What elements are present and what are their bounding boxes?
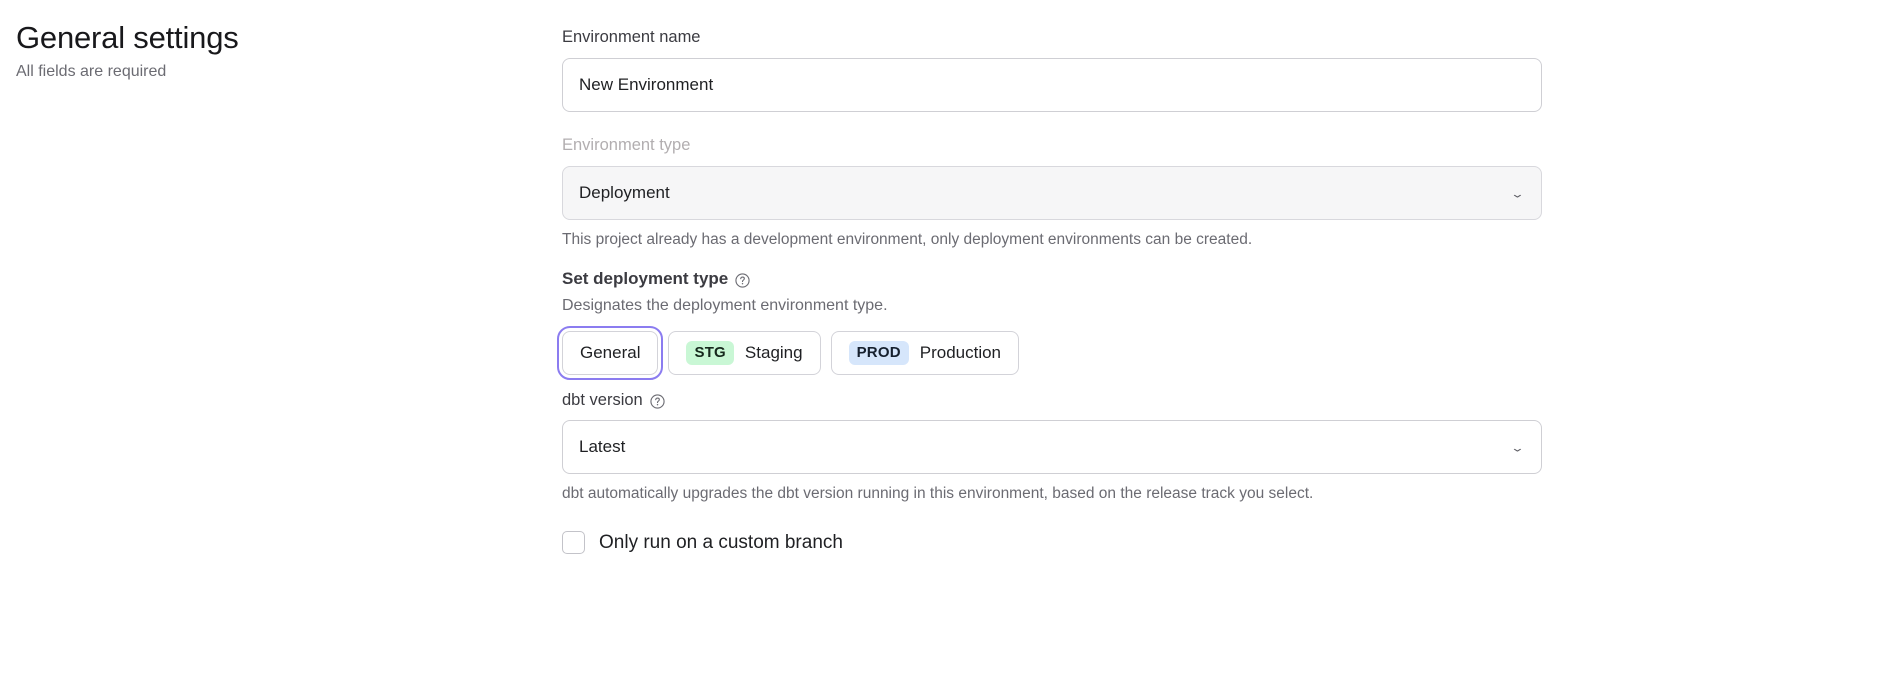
custom-branch-checkbox[interactable] — [562, 531, 585, 554]
deployment-type-heading-row: Set deployment type — [562, 269, 1542, 289]
environment-type-label: Environment type — [562, 136, 691, 154]
environment-name-input[interactable]: New Environment — [562, 58, 1542, 112]
dbt-version-label-row: dbt version — [562, 391, 1542, 410]
page-subtitle: All fields are required — [16, 63, 167, 80]
dbt-version-label: dbt version — [562, 391, 643, 409]
page-title: General settings — [16, 20, 239, 55]
dbt-version-help-text: dbt automatically upgrades the dbt versi… — [562, 485, 1314, 502]
deployment-type-heading: Set deployment type — [562, 269, 729, 288]
question-circle-icon[interactable] — [735, 272, 750, 288]
deployment-type-option-production-label: Production — [919, 343, 1002, 362]
deployment-type-option-staging-label: Staging — [744, 343, 803, 362]
dbt-version-field-group: dbt version Latest ⌄ dbt automatically u… — [562, 391, 1542, 505]
deployment-type-description: Designates the deployment environment ty… — [562, 297, 888, 314]
deployment-type-option-general[interactable]: General — [556, 326, 664, 380]
custom-branch-row: Only run on a custom branch — [562, 531, 1542, 554]
deployment-type-option-general-label: General — [580, 343, 641, 362]
staging-badge: STG — [686, 341, 734, 365]
deployment-type-option-production[interactable]: PROD Production — [830, 331, 1020, 375]
settings-header: General settings All fields are required — [16, 18, 536, 83]
custom-branch-label[interactable]: Only run on a custom branch — [599, 531, 843, 553]
chevron-down-icon: ⌄ — [1510, 186, 1525, 200]
deployment-type-options: General STG Staging PROD Production — [556, 326, 1542, 380]
settings-form: Environment name New Environment Environ… — [556, 26, 1542, 554]
dbt-version-select[interactable]: Latest ⌄ — [562, 420, 1542, 474]
chevron-down-icon: ⌄ — [1510, 440, 1525, 454]
question-circle-icon[interactable] — [650, 394, 665, 409]
production-badge: PROD — [848, 341, 909, 365]
environment-type-field-group: Environment type Deployment ⌄ This proje… — [562, 134, 1542, 251]
deployment-type-group: Set deployment type Designates the deplo… — [556, 269, 1542, 380]
deployment-type-option-staging[interactable]: STG Staging — [668, 331, 821, 375]
dbt-version-value: Latest — [579, 437, 626, 456]
environment-type-help-text: This project already has a development e… — [562, 231, 1253, 248]
environment-type-select[interactable]: Deployment ⌄ — [562, 166, 1542, 220]
environment-name-label: Environment name — [562, 28, 701, 46]
environment-type-value: Deployment — [579, 183, 670, 202]
environment-name-field-group: Environment name New Environment — [562, 26, 1542, 112]
